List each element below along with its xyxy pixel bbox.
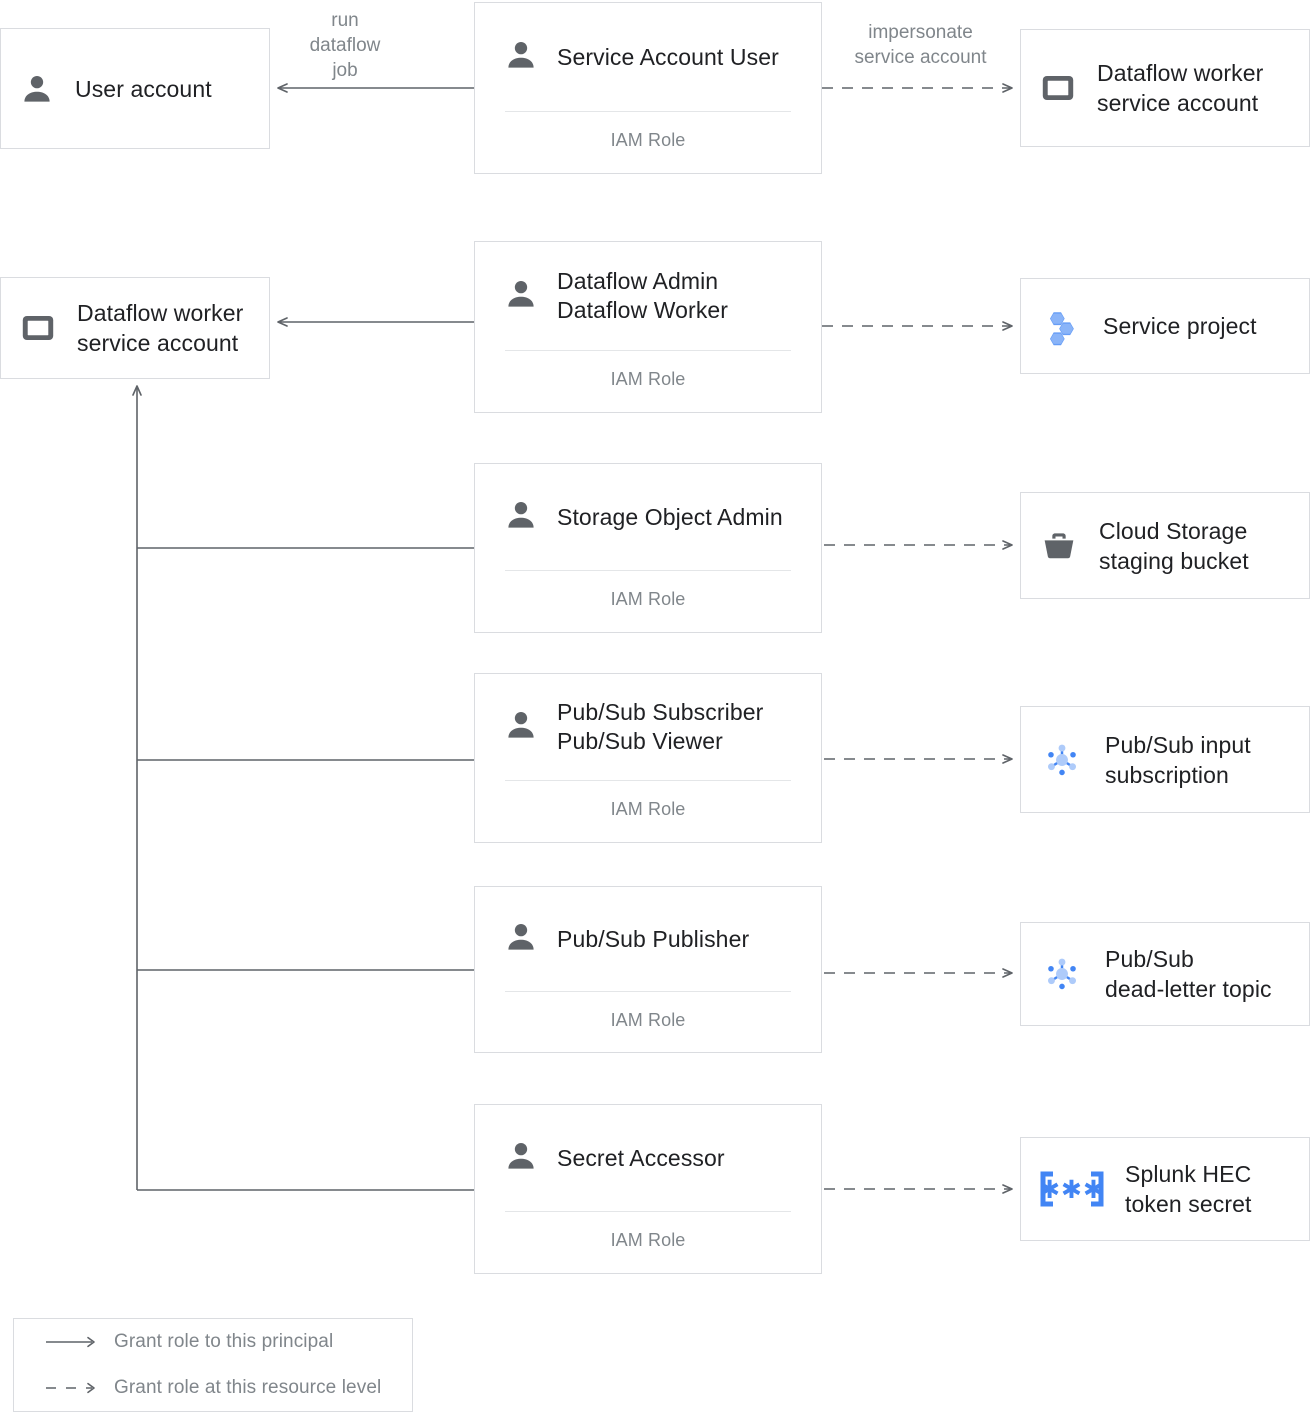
entity-dataflow-worker-service-account-left[interactable]: Dataflow worker service account	[0, 277, 270, 379]
role-caption: IAM Role	[610, 589, 686, 609]
entity-label: Dataflow worker service account	[77, 300, 244, 356]
entity-service-project[interactable]: Service project	[1020, 278, 1310, 374]
svg-text:✱✱✱: ✱✱✱	[1039, 1176, 1105, 1204]
role-name: Pub/Sub Subscriber Pub/Sub Viewer	[557, 699, 764, 754]
dashed-arrow-icon	[44, 1381, 102, 1395]
role-divider	[505, 1211, 791, 1212]
role-caption: IAM Role	[610, 1010, 686, 1030]
legend-label: Grant role to this principal	[114, 1331, 334, 1352]
role-caption: IAM Role	[610, 1230, 686, 1250]
person-icon	[503, 497, 539, 538]
entity-splunk-hec-token-secret[interactable]: ✱✱✱ Splunk HEC token secret	[1020, 1137, 1310, 1241]
edge-label-impersonate-service-account: impersonate service account	[854, 22, 987, 68]
role-divider	[505, 570, 791, 571]
legend-item-grant-role-at-resource-level: Grant role at this resource level	[14, 1365, 412, 1411]
role-card-storage-object-admin[interactable]: Storage Object Admin IAM Role	[474, 463, 822, 633]
pubsub-icon	[1039, 951, 1085, 997]
person-icon	[503, 707, 539, 748]
entity-label: Dataflow worker service account	[1097, 60, 1264, 116]
dataflow-icon	[1039, 69, 1077, 107]
person-icon	[503, 919, 539, 960]
legend: Grant role to this principal Grant role …	[13, 1318, 413, 1412]
person-icon	[503, 276, 539, 317]
entity-label: Splunk HEC token secret	[1125, 1161, 1252, 1217]
role-card-dataflow-admin-worker[interactable]: Dataflow Admin Dataflow Worker IAM Role	[474, 241, 822, 413]
role-divider	[505, 991, 791, 992]
entity-dataflow-worker-service-account-right[interactable]: Dataflow worker service account	[1020, 29, 1310, 147]
role-name: Pub/Sub Publisher	[557, 925, 750, 952]
role-name: Dataflow Admin Dataflow Worker	[557, 268, 729, 323]
legend-item-grant-role-to-principal: Grant role to this principal	[14, 1319, 412, 1365]
entity-label: Pub/Sub dead-letter topic	[1105, 946, 1272, 1002]
role-name: Storage Object Admin	[557, 503, 783, 530]
cloud-storage-bucket-icon	[1039, 526, 1079, 566]
entity-cloud-storage-staging-bucket[interactable]: Cloud Storage staging bucket	[1020, 492, 1310, 599]
role-caption: IAM Role	[610, 799, 686, 819]
dataflow-icon	[19, 309, 57, 347]
role-divider	[505, 780, 791, 781]
role-card-service-account-user[interactable]: Service Account User IAM Role	[474, 2, 822, 174]
person-icon	[503, 37, 539, 78]
entity-label: Service project	[1103, 313, 1257, 339]
role-name: Service Account User	[557, 43, 779, 70]
entity-pubsub-dead-letter-topic[interactable]: Pub/Sub dead-letter topic	[1020, 922, 1310, 1026]
legend-label: Grant role at this resource level	[114, 1377, 382, 1398]
solid-arrow-icon	[44, 1335, 102, 1349]
role-divider	[505, 111, 791, 112]
role-card-secret-accessor[interactable]: Secret Accessor IAM Role	[474, 1104, 822, 1274]
role-divider	[505, 350, 791, 351]
google-cloud-project-icon	[1039, 304, 1083, 348]
pubsub-icon	[1039, 737, 1085, 783]
role-card-pubsub-subscriber-viewer[interactable]: Pub/Sub Subscriber Pub/Sub Viewer IAM Ro…	[474, 673, 822, 843]
role-card-pubsub-publisher[interactable]: Pub/Sub Publisher IAM Role	[474, 886, 822, 1053]
entity-pubsub-input-subscription[interactable]: Pub/Sub input subscription	[1020, 706, 1310, 813]
secret-manager-icon: ✱✱✱	[1039, 1166, 1105, 1212]
entity-user-account[interactable]: User account	[0, 28, 270, 149]
entity-label: User account	[75, 75, 212, 102]
edge-role-bus-to-dataflow-worker-sa	[132, 385, 474, 1191]
person-icon	[19, 71, 55, 107]
entity-label: Pub/Sub input subscription	[1105, 731, 1251, 788]
role-name: Secret Accessor	[557, 1144, 725, 1171]
role-caption: IAM Role	[610, 130, 686, 150]
role-caption: IAM Role	[610, 369, 686, 389]
entity-label: Cloud Storage staging bucket	[1099, 517, 1249, 574]
person-icon	[503, 1138, 539, 1179]
edge-label-run-dataflow-job: run dataflow job	[309, 10, 381, 81]
